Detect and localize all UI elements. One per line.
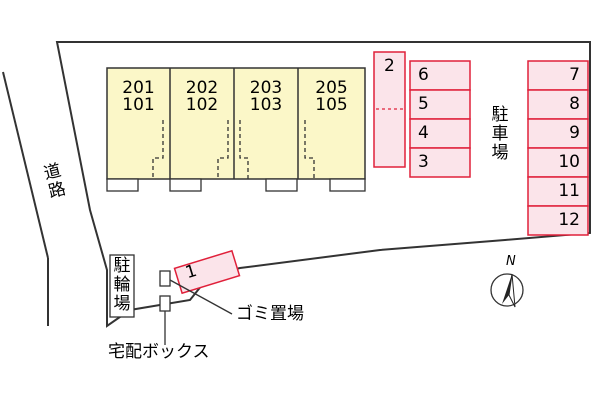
parking-space-3 xyxy=(409,147,471,178)
parking-space-5 xyxy=(409,89,471,120)
building xyxy=(106,67,366,192)
parking-number: 7 xyxy=(569,65,580,85)
unit-lower-number: 105 xyxy=(315,95,348,115)
garbage-area-label: ゴミ置場 xyxy=(236,304,304,324)
parking-number: 12 xyxy=(558,210,580,230)
stair-path xyxy=(239,120,249,179)
bicycle-parking-label-char: 場 xyxy=(113,294,131,314)
unit-lower-number: 102 xyxy=(185,95,219,115)
parking-number: 4 xyxy=(418,123,429,143)
compass-north-label: N xyxy=(506,254,516,269)
building-outline xyxy=(106,67,366,180)
stair-path xyxy=(217,120,229,179)
parking-space-6 xyxy=(409,60,471,91)
parking-number: 8 xyxy=(569,94,580,114)
entrance-step xyxy=(265,178,298,192)
unit-upper-number: 202 xyxy=(185,78,219,98)
stair-path xyxy=(152,120,164,179)
parking-lot-label-char: 駐 xyxy=(491,105,509,125)
parking-space-8 xyxy=(527,89,589,120)
parking-space-1 xyxy=(173,249,241,295)
entrance-step xyxy=(106,178,139,192)
unit-upper-number: 201 xyxy=(122,78,155,98)
delivery-box xyxy=(159,295,171,312)
stair-path xyxy=(304,120,315,179)
entrance-step xyxy=(329,178,366,192)
parking-space-11 xyxy=(527,176,589,207)
parking-lot-label: 駐 車 場 xyxy=(490,106,510,163)
entrance-step xyxy=(169,178,202,192)
unit-upper-number: 203 xyxy=(249,78,283,98)
parking-number: 11 xyxy=(558,181,580,201)
parking-number: 6 xyxy=(418,65,429,85)
parking-number: 3 xyxy=(418,152,429,172)
road-edge-line xyxy=(2,71,49,259)
parking-lot-label-char: 車 xyxy=(491,124,509,144)
parking-space-1-rect xyxy=(173,249,241,295)
unit-lower-number: 103 xyxy=(249,95,283,115)
unit-upper-number: 205 xyxy=(315,78,348,98)
parking-space-12 xyxy=(527,205,589,236)
parking-number: 9 xyxy=(569,123,580,143)
delivery-box-label: 宅配ボックス xyxy=(108,342,210,362)
compass-needle-half xyxy=(508,273,516,308)
parking-number: 2 xyxy=(384,56,395,76)
bicycle-parking-label-char: 駐 xyxy=(113,256,131,276)
bicycle-parking-box xyxy=(109,254,135,318)
parking-space-4 xyxy=(409,118,471,149)
parking-lot-label-char: 場 xyxy=(491,143,509,163)
parking-space-10 xyxy=(527,147,589,178)
compass-needle xyxy=(502,274,512,304)
parking-column-right xyxy=(527,60,589,236)
compass-icon xyxy=(490,273,524,308)
garbage-box xyxy=(159,270,171,287)
parking-space-7 xyxy=(527,60,589,91)
parking-number: 10 xyxy=(558,152,580,172)
bicycle-parking-label: 駐 輪 場 xyxy=(112,257,132,314)
parking-column-middle xyxy=(409,60,471,178)
parking-space-2 xyxy=(373,51,406,168)
garbage-leader-line xyxy=(169,279,233,315)
bicycle-parking-label-char: 輪 xyxy=(113,275,131,295)
unit-lower-number: 101 xyxy=(122,95,155,115)
parking-number: 5 xyxy=(418,94,429,114)
